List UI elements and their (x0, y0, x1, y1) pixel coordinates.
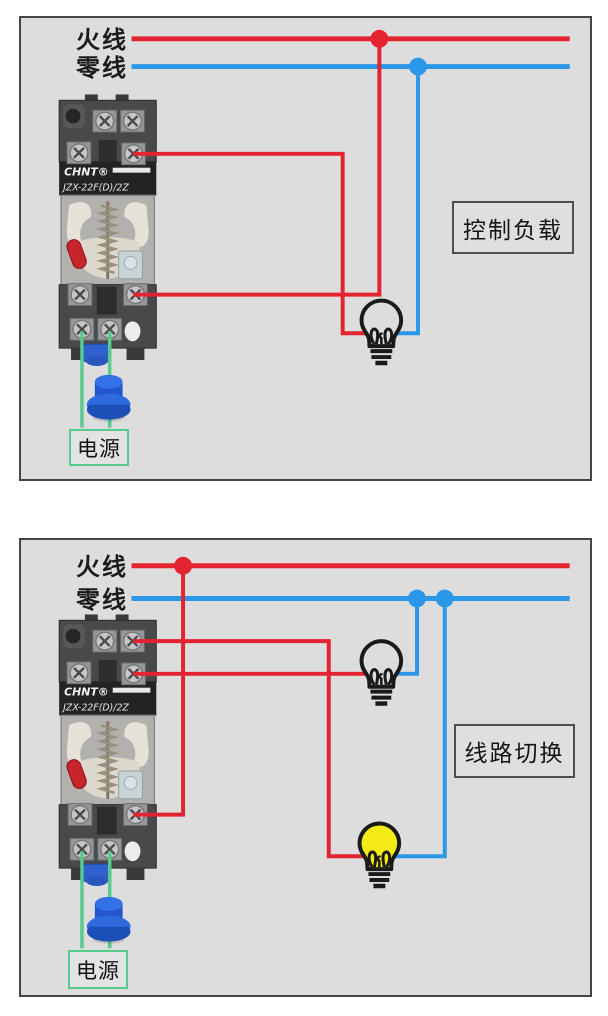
caption-control-load: 控制负载 (452, 201, 574, 254)
bulb-on-icon (360, 824, 400, 886)
live-junction-dot (370, 29, 389, 48)
bulb-off-icon (362, 301, 402, 363)
relay-contact-to-bulb-wire (133, 151, 371, 336)
relay-no-contact-to-lit-bulb-wire (133, 639, 369, 859)
bulb-off-icon (362, 641, 402, 703)
neutral-junction-dot-2 (435, 589, 454, 608)
neutral-wire-label: 零线 (76, 54, 128, 82)
bulb-to-neutral-wire (392, 66, 421, 336)
wiring-canvas-1 (21, 29, 570, 428)
power-source-box: 电源 (69, 429, 129, 466)
relay-photo (59, 614, 156, 886)
neutral-wire-label: 零线 (76, 586, 128, 614)
diagram-panel-control-load: 火线 零线 控制负载 电源 (19, 16, 592, 481)
push-button (86, 374, 131, 422)
wiring-canvas-2 (21, 556, 570, 949)
lit-bulb-to-neutral-wire (390, 598, 447, 859)
relay-photo (59, 94, 156, 366)
caption-line-switching: 线路切换 (454, 724, 575, 778)
neutral-junction-dot-1 (408, 589, 426, 608)
live-to-relay-wire (133, 38, 382, 297)
live-wire-label: 火线 (76, 26, 128, 54)
live-junction-dot (174, 556, 192, 575)
push-button (86, 896, 131, 944)
neutral-junction-dot (409, 57, 427, 76)
diagram-panel-line-switching: 火线 零线 线路切换 电源 (19, 538, 592, 997)
power-source-box: 电源 (68, 950, 128, 989)
live-wire-label: 火线 (76, 553, 128, 581)
off-bulb-to-neutral-wire (392, 598, 420, 676)
live-to-relay-wire (133, 565, 186, 817)
